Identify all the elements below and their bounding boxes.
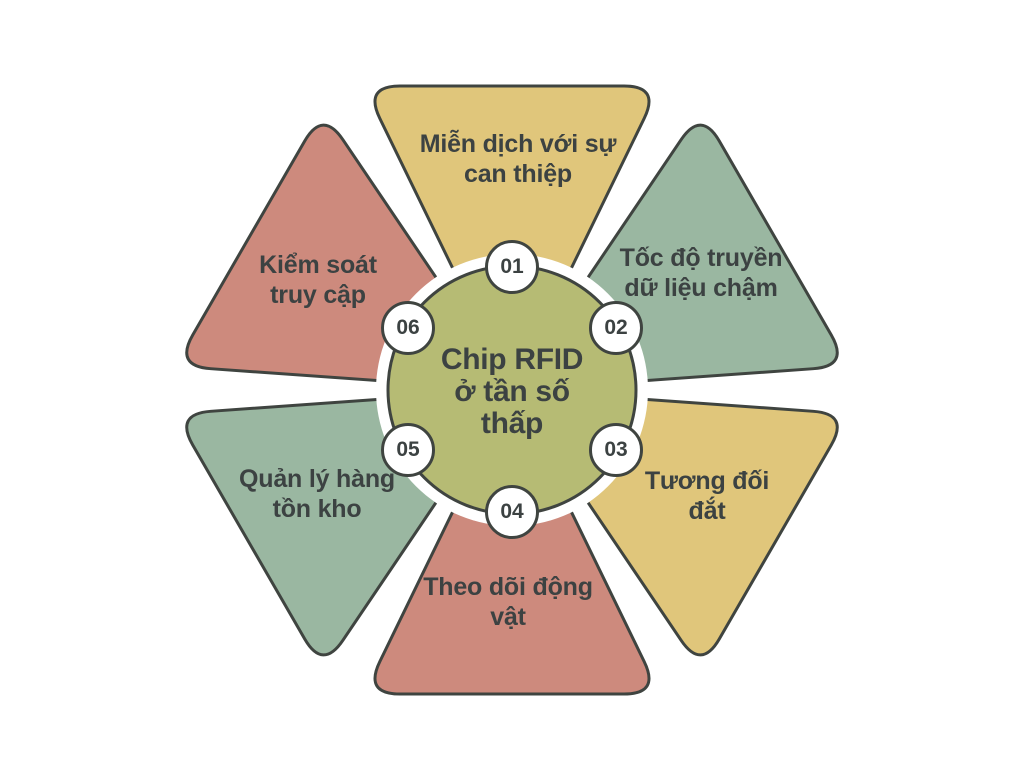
number-badge-05: 05 xyxy=(381,423,435,477)
petal-label-line: dữ liệu chậm xyxy=(624,274,778,302)
number-badge-03: 03 xyxy=(589,423,643,477)
badge-number: 05 xyxy=(396,438,420,461)
petal-label-04: Theo dõi động vật xyxy=(423,572,593,632)
petal-label-line: truy cập xyxy=(270,281,366,309)
badge-number: 03 xyxy=(604,438,628,461)
number-badge-06: 06 xyxy=(381,301,435,355)
petal-label-line: Theo dõi động xyxy=(423,573,593,601)
number-badge-04: 04 xyxy=(485,485,539,539)
badge-number: 06 xyxy=(396,316,420,339)
number-badge-02: 02 xyxy=(589,301,643,355)
petal-label-line: Tương đối xyxy=(644,467,770,495)
petal-label-03: Tương đối đắt xyxy=(644,466,770,526)
petal-label-line: Tốc độ truyền xyxy=(619,244,783,272)
petal-label-01: Miễn dịch với sự can thiệp xyxy=(420,129,617,189)
petal-label-line: Quản lý hàng xyxy=(239,465,395,493)
center-title-line: Chip RFID xyxy=(440,343,584,376)
badge-number: 04 xyxy=(500,500,524,523)
petal-label-line: vật xyxy=(490,603,526,631)
center-title-line: thấp xyxy=(480,407,544,440)
number-badge-01: 01 xyxy=(485,240,539,294)
petal-label-line: tồn kho xyxy=(272,495,362,523)
petal-label-line: Miễn dịch với sự xyxy=(419,130,617,158)
petal-label-line: Kiểm soát xyxy=(259,251,377,279)
petal-label-line: đắt xyxy=(688,497,726,525)
petal-label-05: Quản lý hàng tồn kho xyxy=(239,464,395,524)
petal-label-06: Kiểm soát truy cập xyxy=(259,250,377,310)
badge-number: 01 xyxy=(500,255,524,278)
petal-label-line: can thiệp xyxy=(464,160,572,188)
center-title-line: ở tần số xyxy=(454,375,570,408)
center-title: Chip RFID ở tần số thấp xyxy=(440,343,584,440)
petal-label-02: Tốc độ truyền dữ liệu chậm xyxy=(620,243,783,303)
badge-number: 02 xyxy=(604,316,628,339)
